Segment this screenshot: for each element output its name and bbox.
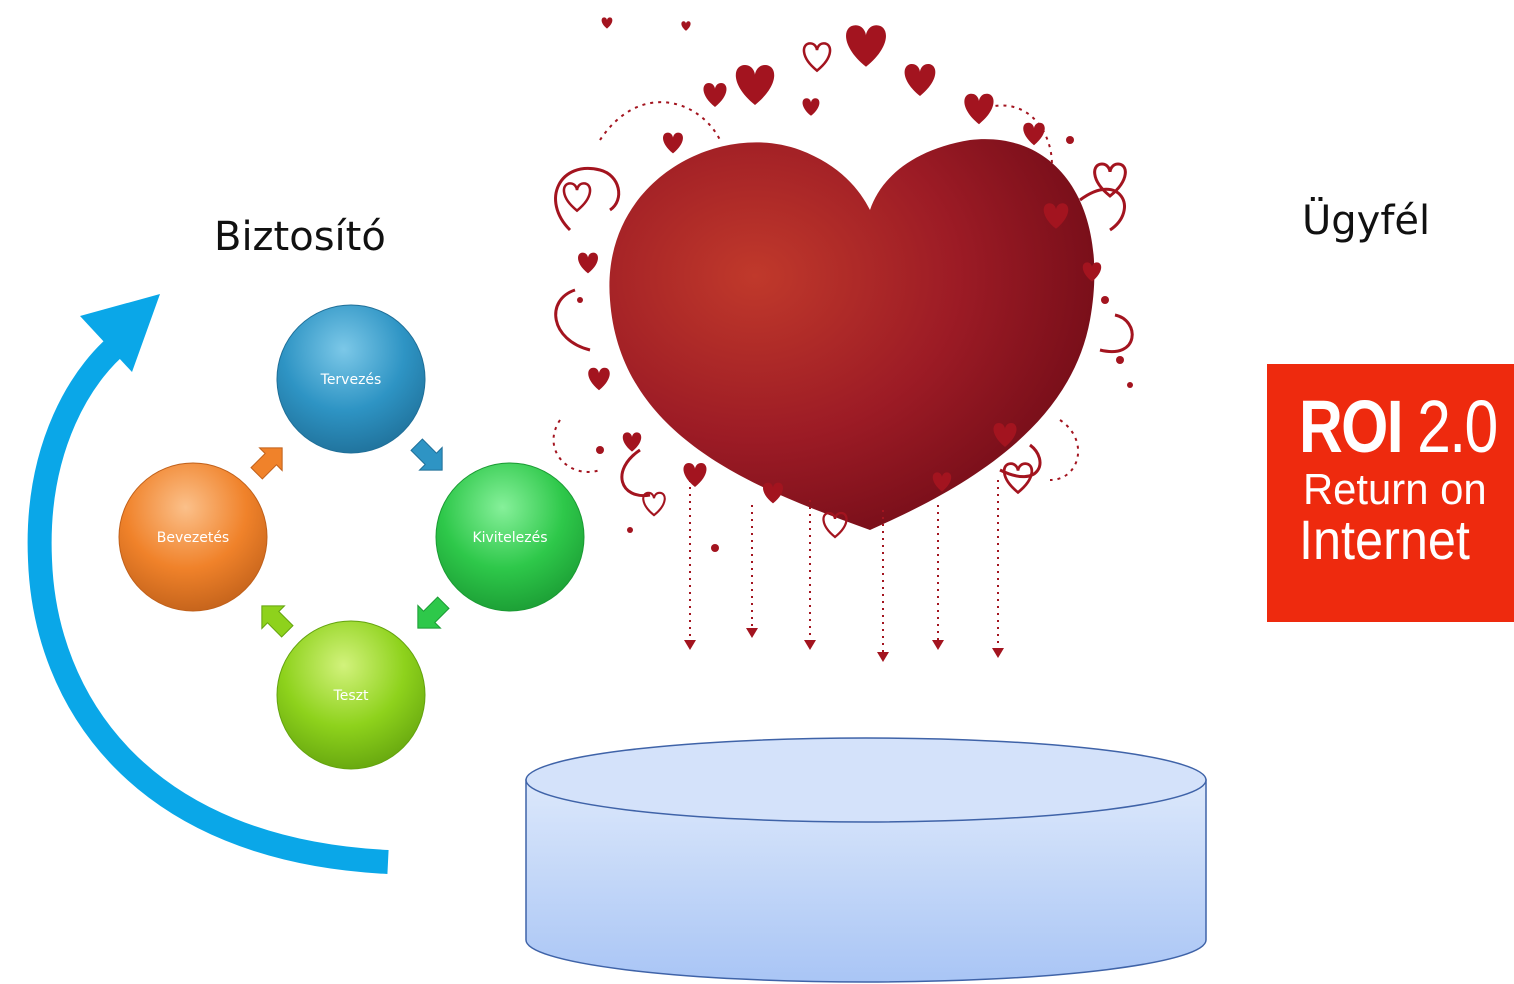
roi-logo: ROI 2.0 Return on Internet (1267, 364, 1514, 622)
roi-logo-line1: ROI 2.0 (1299, 390, 1497, 464)
roi-logo-line2: Return on (1303, 468, 1487, 512)
roi-logo-line3: Internet (1299, 512, 1470, 568)
